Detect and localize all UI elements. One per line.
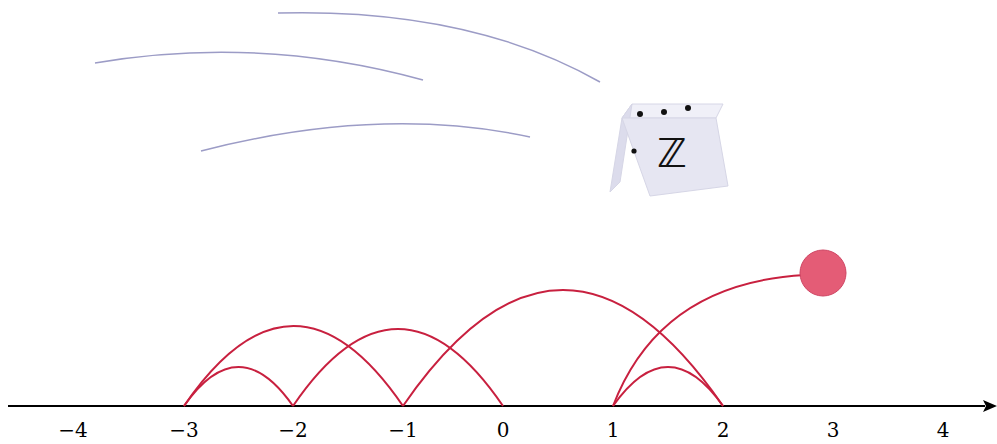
die-pip [685,105,691,111]
axis-arrowhead [983,400,997,412]
tick-label: 4 [937,418,950,442]
number-axis [8,405,985,407]
die-face [622,118,728,196]
motion-line [95,52,423,80]
tick-label: 3 [827,418,840,442]
tick-label: −1 [388,418,417,442]
tick-label: −3 [169,418,198,442]
walk-arc [184,326,403,406]
die-pip [661,109,667,115]
tick-label: −4 [58,418,87,442]
tick-label: −2 [278,418,307,442]
walker-ball [800,250,846,296]
walk-arc [403,290,723,406]
die [610,104,728,196]
walk-arc [293,329,503,406]
walk-arc [613,275,805,406]
motion-lines [95,13,600,151]
tick-label: 0 [497,418,510,442]
motion-line [201,124,530,151]
motion-line [278,13,600,82]
walk-arc [184,367,293,406]
die-side [610,104,632,192]
tick-label: 2 [717,418,730,442]
die-symbol: ℤ [657,130,687,176]
walk-arcs [184,275,805,406]
die-pip [631,148,636,153]
die-top [622,104,723,118]
tick-label: 1 [607,418,620,442]
die-pip [637,111,643,117]
